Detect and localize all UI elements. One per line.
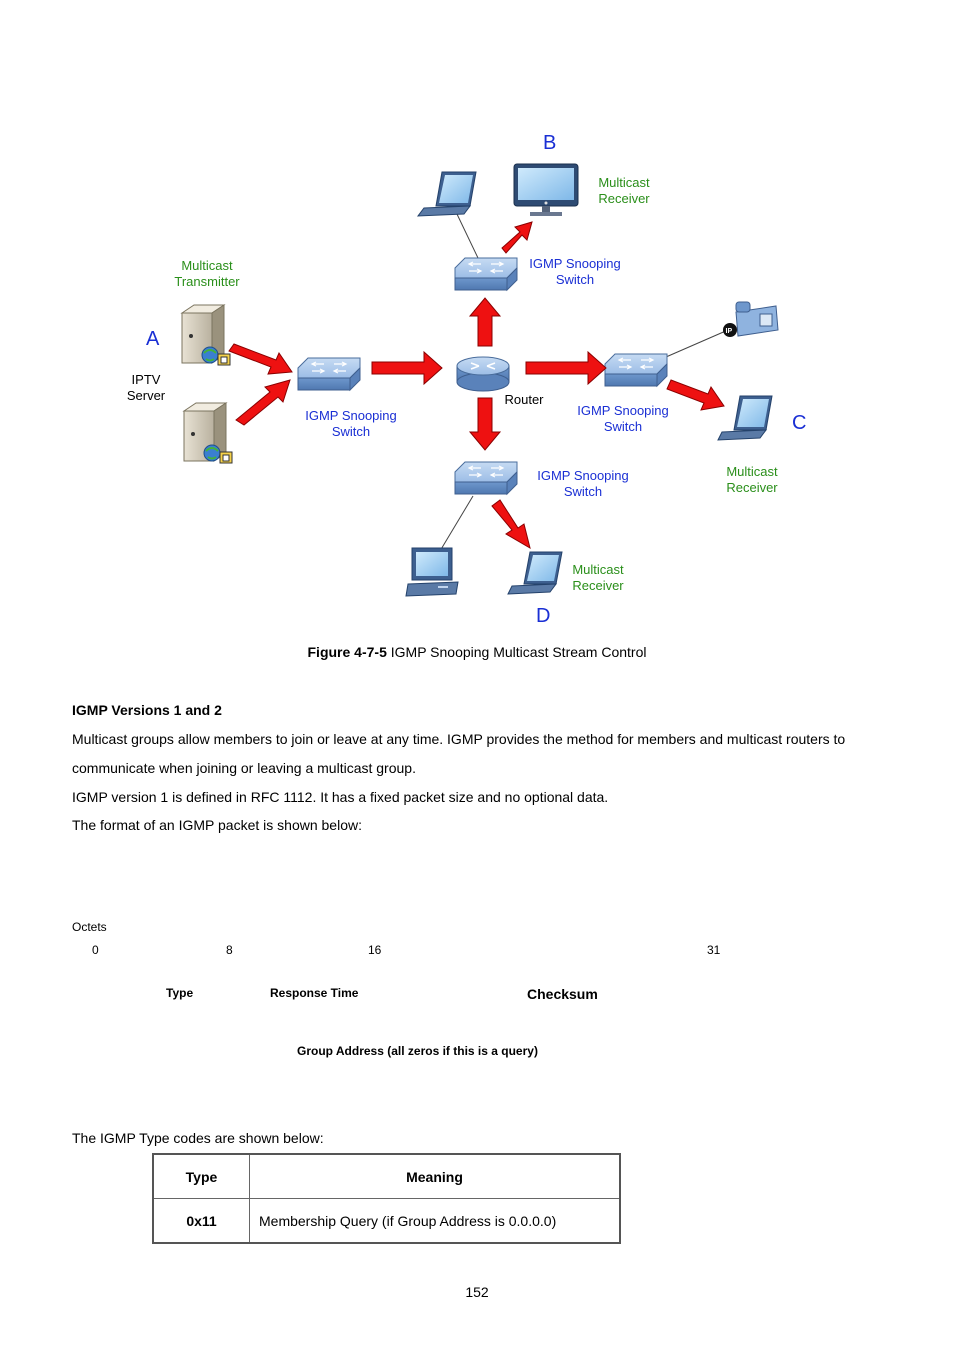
- label-switch-right: IGMP Snooping Switch: [577, 403, 669, 434]
- row-meaning: Membership Query (if Group Address is 0.…: [249, 1198, 621, 1244]
- page-number: 152: [465, 1284, 489, 1300]
- paragraph-1-line-2: communicate when joining or leaving a mu…: [72, 760, 416, 776]
- laptop-icon-b: [416, 171, 477, 217]
- field-response-time: Response Time: [270, 986, 359, 1000]
- table-header-row: Type Meaning: [152, 1153, 621, 1199]
- svg-text:IP: IP: [726, 328, 733, 335]
- figure-caption-text: IGMP Snooping Multicast Stream Control: [386, 644, 647, 660]
- label-switch-top: IGMP Snooping Switch: [529, 256, 621, 287]
- label-multicast-transmitter: Multicast Transmitter: [174, 258, 240, 289]
- field-type: Type: [166, 986, 194, 1000]
- label-letter-c: C: [792, 412, 807, 434]
- label-receiver-c: Multicast Receiver: [726, 464, 778, 495]
- link-desktop-d: [436, 495, 474, 557]
- label-letter-d: D: [536, 605, 551, 627]
- field-group-address: Group Address (all zeros if this is a qu…: [297, 1044, 538, 1058]
- laptop-icon-c: [717, 395, 773, 441]
- figure-caption-label: Figure 4-7-5: [307, 644, 387, 660]
- label-iptv-server: IPTV Server: [126, 372, 166, 403]
- section-heading: IGMP Versions 1 and 2: [72, 702, 222, 718]
- stream-arrows: [228, 221, 725, 550]
- arrow-to-d: [491, 499, 531, 550]
- link-phone: [665, 329, 729, 358]
- arrow-to-b: [501, 221, 533, 254]
- arrow-server2: [235, 379, 291, 426]
- header-type: Type: [152, 1153, 250, 1199]
- label-letter-a: A: [146, 328, 160, 350]
- label-receiver-b: Multicast Receiver: [598, 175, 650, 206]
- desktop-icon-b: [513, 163, 579, 216]
- label-receiver-d: Multicast Receiver: [572, 562, 624, 593]
- field-checksum: Checksum: [527, 986, 598, 1002]
- link-laptop-b: [455, 211, 479, 259]
- server-icon-bottom: [182, 402, 233, 464]
- row-type: 0x11: [152, 1198, 250, 1244]
- desktop-icon-d: [405, 547, 459, 597]
- switch-icon-bottom: [454, 461, 518, 496]
- paragraph-1-line-1: Multicast groups allow members to join o…: [72, 731, 846, 747]
- type-codes-intro: The IGMP Type codes are shown below:: [72, 1130, 324, 1146]
- arrow-server1: [228, 343, 293, 375]
- bit-16: 16: [368, 943, 382, 957]
- label-switch-left: IGMP Snooping Switch: [305, 408, 397, 439]
- arrow-to-c: [666, 379, 725, 411]
- label-letter-b: B: [543, 132, 557, 154]
- figure-caption: Figure 4-7-5 IGMP Snooping Multicast Str…: [0, 644, 954, 660]
- bit-31: 31: [707, 943, 721, 957]
- arrow-router-down: [468, 397, 502, 451]
- paragraph-2: IGMP version 1 is defined in RFC 1112. I…: [72, 789, 609, 805]
- network-diagram: IP B A C D Multicast Transmitter IPTV: [0, 0, 954, 640]
- header-meaning: Meaning: [249, 1153, 621, 1199]
- switch-icon-top: [454, 257, 518, 292]
- paragraph-3: The format of an IGMP packet is shown be…: [72, 817, 362, 833]
- arrow-switch-router: [371, 350, 443, 386]
- arrow-router-up: [468, 297, 502, 347]
- label-router: Router: [504, 392, 544, 407]
- switch-icon-left: [297, 357, 361, 392]
- table-row: 0x11 Membership Query (if Group Address …: [152, 1198, 621, 1244]
- ip-phone-icon: IP: [723, 301, 779, 337]
- connection-lines: [436, 211, 729, 557]
- bit-8: 8: [226, 943, 233, 957]
- router-icon: [456, 356, 510, 392]
- server-icon-top: [180, 304, 231, 366]
- octets-label: Octets: [72, 920, 107, 934]
- bit-0: 0: [92, 943, 99, 957]
- label-switch-bottom: IGMP Snooping Switch: [537, 468, 629, 499]
- laptop-icon-d: [507, 551, 563, 595]
- arrow-router-right: [525, 350, 607, 386]
- switch-icon-right: [604, 353, 668, 388]
- type-codes-table: Type Meaning 0x11 Membership Query (if G…: [152, 1153, 621, 1244]
